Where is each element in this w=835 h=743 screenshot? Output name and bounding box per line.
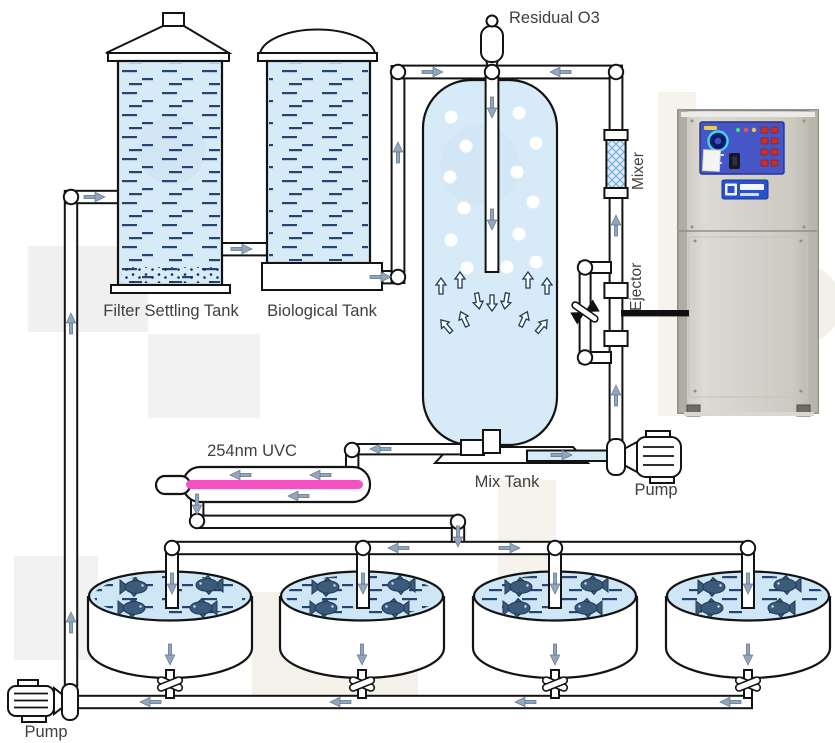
residual-o3-vessel — [480, 14, 504, 81]
distribution-pipes — [171, 512, 749, 556]
pump-return — [7, 679, 79, 723]
mix-tank — [421, 78, 591, 464]
return-header-pipe — [73, 669, 763, 710]
ejector — [570, 259, 689, 366]
filter-settling-tank — [105, 12, 233, 294]
panel-buttons — [760, 126, 779, 167]
screws — [690, 119, 806, 393]
ozone-gas-line — [621, 310, 689, 317]
bubbles — [443, 106, 543, 275]
fish-tanks — [86, 570, 832, 680]
ozone-generator — [677, 109, 819, 417]
mix-tank-label: Mix Tank — [475, 473, 541, 491]
bio-outlet-pipe — [381, 65, 406, 285]
filter-settling-tank-label: Filter Settling Tank — [103, 302, 239, 320]
uvc-label: 254nm UVC — [207, 442, 297, 460]
indicator-light — [735, 127, 741, 133]
pump-return-label: Pump — [24, 723, 67, 741]
indicator-light — [751, 127, 757, 133]
uvc-lamp — [186, 480, 363, 489]
residual-o3-label: Residual O3 — [509, 9, 600, 27]
ejector-label: Ejector — [628, 263, 645, 311]
bypass-valve-icon — [570, 299, 600, 325]
indicator-light — [743, 127, 749, 133]
uvc-sterilizer — [154, 465, 372, 524]
mix-outlet-pipe — [343, 429, 501, 472]
biological-tank — [257, 28, 383, 291]
mixer — [603, 129, 629, 199]
control-panel — [699, 121, 785, 175]
biological-tank-label: Biological Tank — [267, 302, 378, 320]
sediment — [121, 267, 219, 283]
fish-tank — [278, 570, 446, 680]
pump-recirculation-label: Pump — [634, 481, 677, 499]
mixer-label: Mixer — [630, 152, 647, 190]
pump-recirculation — [606, 430, 682, 484]
brand-plate — [721, 179, 769, 200]
